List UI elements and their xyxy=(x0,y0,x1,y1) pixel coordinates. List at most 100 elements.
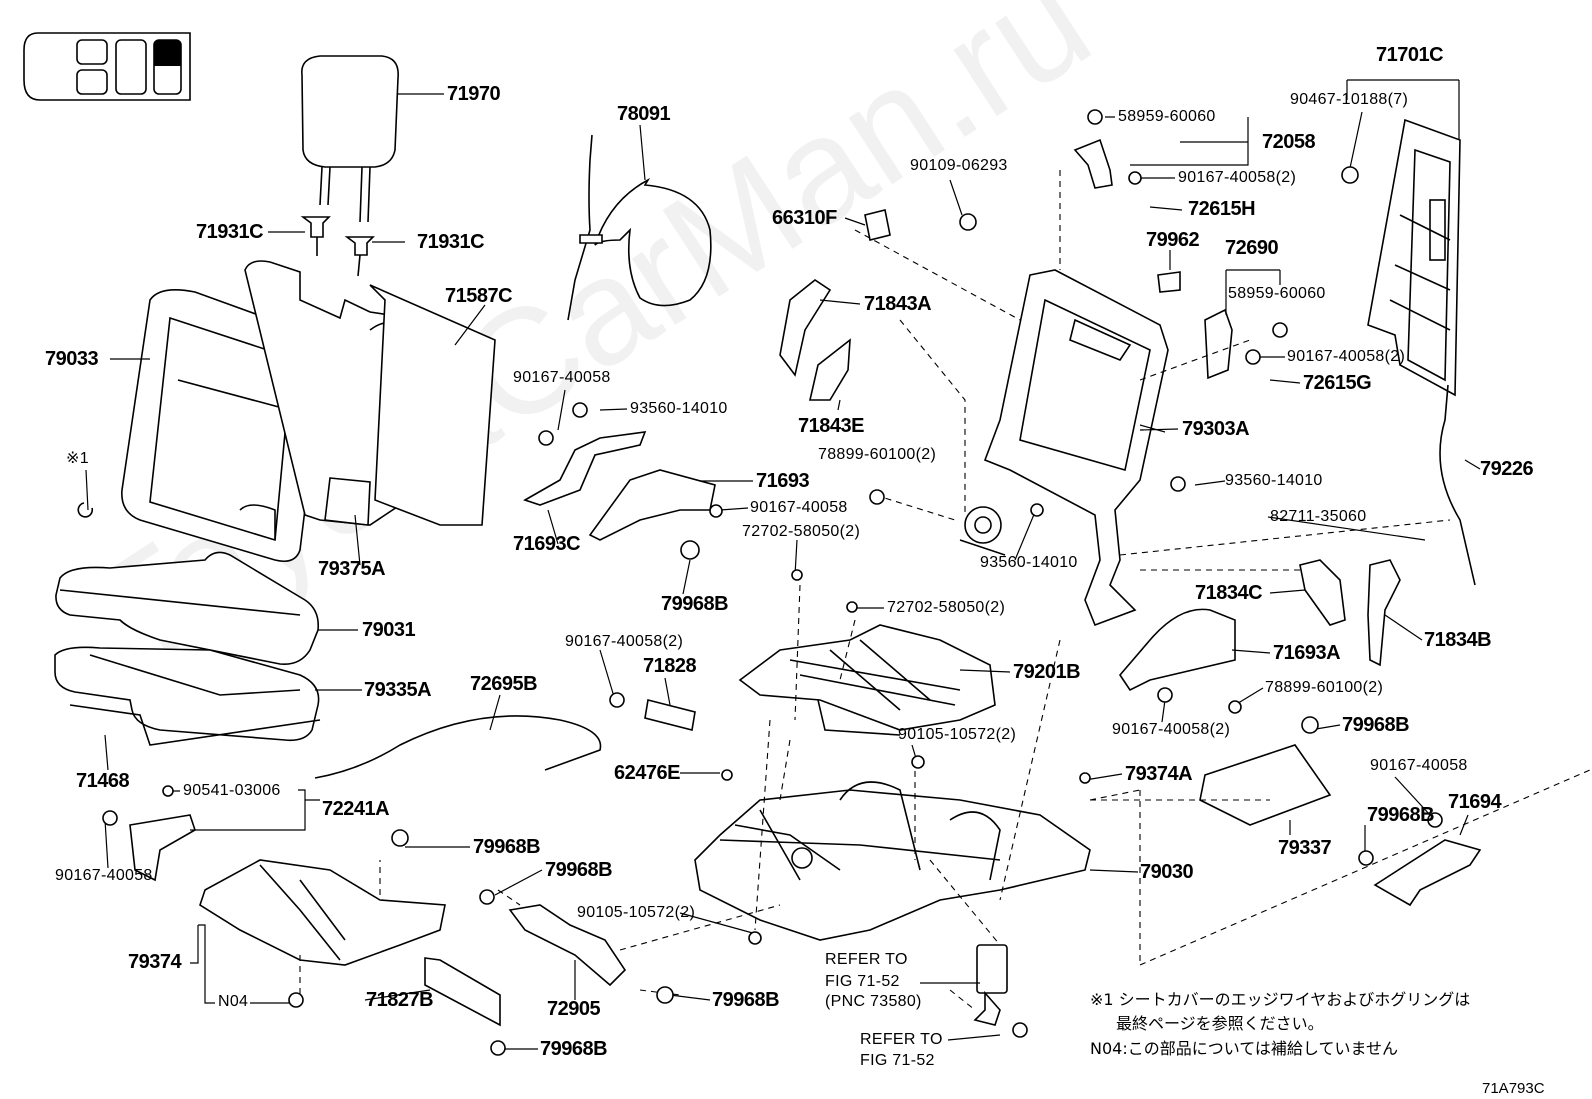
part-71843E xyxy=(808,338,851,401)
part-label: 72702-58050(2) xyxy=(742,523,861,540)
part-label: 90167-40058 xyxy=(750,499,848,516)
part-label: N04 xyxy=(218,993,249,1010)
part-label: 72058 xyxy=(1262,131,1316,153)
part-label: 90467-10188(7) xyxy=(1290,91,1409,108)
part-seatback-board xyxy=(1367,118,1461,397)
part-label: 90541-03006 xyxy=(183,782,281,799)
part-label: 71701C xyxy=(1376,44,1444,66)
part-cable-78091 xyxy=(567,134,712,321)
part-label: FIG 71-52 xyxy=(825,973,900,990)
part-label: 71843A xyxy=(864,293,932,315)
part-label: 79031 xyxy=(362,619,416,641)
part-79337 xyxy=(1199,744,1332,826)
part-72241A xyxy=(129,814,196,882)
part-label: 93560-14010 xyxy=(1225,472,1323,489)
part-71834C xyxy=(1299,559,1346,626)
part-label: 72615G xyxy=(1303,372,1372,394)
part-label: 72695B xyxy=(470,673,538,695)
part-label: 71834B xyxy=(1424,629,1492,651)
part-label: 72241A xyxy=(322,798,390,820)
part-71834B xyxy=(1367,559,1401,667)
part-label: 79968B xyxy=(712,989,780,1011)
part-seatback-frame xyxy=(959,269,1169,627)
part-label: 90167-40058 xyxy=(55,867,153,884)
part-71694 xyxy=(1373,839,1482,907)
part-label: 79303A xyxy=(1182,418,1250,440)
part-label: 72702-58050(2) xyxy=(887,599,1006,616)
part-label: ※1 xyxy=(66,450,89,467)
part-71693A xyxy=(1118,608,1236,692)
part-label: 79962 xyxy=(1146,229,1200,251)
part-71843A xyxy=(779,279,832,377)
part-label: (PNC 73580) xyxy=(825,993,922,1010)
part-label: FIG 71-52 xyxy=(860,1052,935,1069)
part-headrest xyxy=(300,55,399,277)
part-label: 71834C xyxy=(1195,582,1263,604)
part-label: 79374 xyxy=(128,951,182,973)
part-label: 71931C xyxy=(417,231,485,253)
part-label: 90167-40058 xyxy=(1370,757,1468,774)
part-label: 79201B xyxy=(1013,661,1081,683)
part-label: 78899-60100(2) xyxy=(1265,679,1384,696)
part-cable-79226 xyxy=(1439,384,1476,586)
diagram-code: 71A793C xyxy=(1482,1080,1545,1097)
part-label: 90105-10572(2) xyxy=(898,726,1017,743)
part-71827B xyxy=(424,957,501,1027)
part-72905 xyxy=(508,904,627,987)
part-66310F xyxy=(864,209,891,241)
part-label: 90167-40058(2) xyxy=(1112,721,1231,738)
part-seatback-pad xyxy=(244,260,496,526)
note-1-line-1: ※1 シートカバーのエッジワイヤおよびホグリングは xyxy=(1090,990,1471,1009)
part-72690 xyxy=(1204,308,1233,380)
part-label: REFER TO xyxy=(860,1031,943,1048)
part-label: 90167-40058 xyxy=(513,369,611,386)
part-label: 71468 xyxy=(76,770,130,792)
part-label: 79968B xyxy=(1367,804,1435,826)
part-label: 82711-35060 xyxy=(1270,508,1367,525)
part-label: 71694 xyxy=(1448,791,1502,813)
part-label: 71827B xyxy=(366,989,434,1011)
part-label: 78899-60100(2) xyxy=(818,446,937,463)
part-label: 93560-14010 xyxy=(630,400,728,417)
assembly-dashed-lines xyxy=(299,170,1591,1011)
part-71828 xyxy=(644,699,696,731)
leader-lines xyxy=(85,79,1481,1050)
part-label: 62476E xyxy=(614,762,680,784)
part-71693 xyxy=(588,469,716,541)
part-label: 79033 xyxy=(45,348,99,370)
part-label: 79337 xyxy=(1278,837,1332,859)
part-label: 79968B xyxy=(540,1038,608,1060)
part-label: 72905 xyxy=(547,998,601,1020)
part-label: 90167-40058(2) xyxy=(1287,348,1406,365)
part-label: 79335A xyxy=(364,679,432,701)
part-label: 71843E xyxy=(798,415,864,437)
part-label: 71693 xyxy=(756,470,810,492)
part-seat-base-frame xyxy=(694,781,1091,941)
note-2: N04:この部品については補給していません xyxy=(1090,1039,1398,1058)
part-label: 93560-14010 xyxy=(980,554,1078,571)
part-label: 79968B xyxy=(545,859,613,881)
part-label: 58959-60060 xyxy=(1118,108,1216,125)
part-label: 71970 xyxy=(447,83,501,105)
part-label: 79030 xyxy=(1140,861,1194,883)
part-cable-72695B xyxy=(314,715,602,779)
part-label: 90167-40058(2) xyxy=(1178,169,1297,186)
part-seat-cushion-cover xyxy=(55,551,320,666)
part-label: 79375A xyxy=(318,558,386,580)
part-79962 xyxy=(1157,271,1181,293)
part-label: 71693A xyxy=(1273,642,1341,664)
part-72058 xyxy=(1073,138,1113,189)
part-label: 72615H xyxy=(1188,198,1256,220)
fasteners xyxy=(77,109,1443,1056)
part-seat-cushion-pad xyxy=(54,646,321,746)
part-label: 79968B xyxy=(661,593,729,615)
part-label: REFER TO xyxy=(825,951,908,968)
part-label: 72690 xyxy=(1225,237,1279,259)
part-label: 78091 xyxy=(617,103,671,125)
part-label: 90105-10572(2) xyxy=(577,904,696,921)
part-label: 71587C xyxy=(445,285,513,307)
part-label: 71693C xyxy=(513,533,581,555)
part-side-cover-79374 xyxy=(199,859,446,966)
